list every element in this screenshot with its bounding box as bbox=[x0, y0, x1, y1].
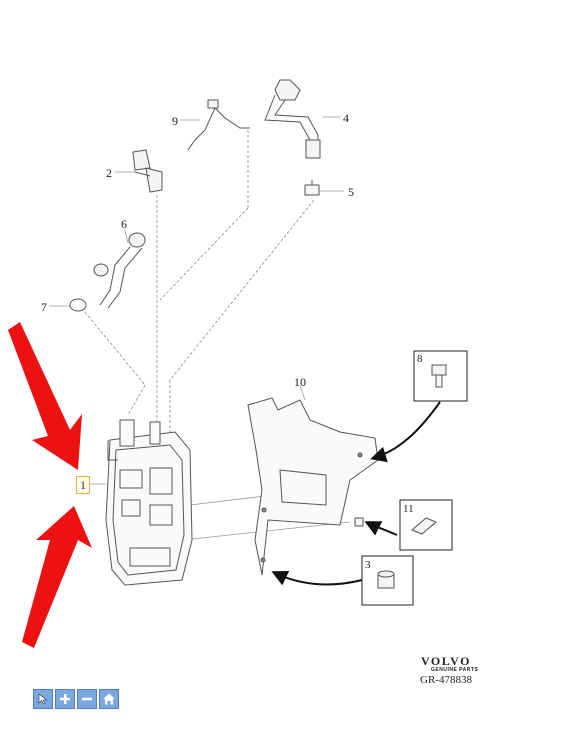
callout-8: 8 bbox=[417, 353, 423, 365]
bolt-11-small bbox=[354, 517, 364, 527]
callout-10: 10 bbox=[294, 375, 306, 389]
part-3-nut bbox=[377, 570, 395, 589]
callout-2: 2 bbox=[106, 166, 112, 180]
red-pointer-arrows bbox=[8, 322, 92, 648]
minus-icon bbox=[82, 697, 92, 701]
plus-icon bbox=[60, 694, 70, 704]
home-icon bbox=[103, 693, 115, 705]
part-8-bolt bbox=[431, 364, 447, 388]
callout-4: 4 bbox=[343, 111, 349, 125]
assembly-arrows bbox=[271, 401, 441, 586]
zoom-in-button[interactable] bbox=[55, 689, 75, 709]
dashed-guide-lines bbox=[84, 130, 315, 440]
callout-11: 11 bbox=[403, 503, 414, 515]
pointer-icon bbox=[38, 693, 48, 705]
part-2-connector bbox=[132, 149, 163, 193]
callout-3: 3 bbox=[365, 559, 371, 571]
callout-9: 9 bbox=[172, 114, 178, 128]
callout-1: 1 bbox=[76, 476, 90, 494]
callout-5: 5 bbox=[348, 185, 354, 199]
home-button[interactable] bbox=[99, 689, 119, 709]
washer-reservoir bbox=[105, 419, 193, 586]
part-10-bracket bbox=[247, 397, 379, 576]
select-pointer-button[interactable] bbox=[33, 689, 53, 709]
part-6-pipe bbox=[93, 232, 146, 309]
part-9-sensor bbox=[187, 99, 250, 151]
zoom-toolbar bbox=[33, 689, 119, 709]
part-7-clamp bbox=[69, 298, 87, 312]
callout-7: 7 bbox=[41, 300, 47, 314]
brand-subtitle: GENUINE PARTS bbox=[431, 667, 479, 673]
brand-logo: VOLVO bbox=[421, 654, 471, 668]
part-5-clip bbox=[304, 180, 320, 196]
part-boxes bbox=[361, 350, 468, 606]
part-4-hose bbox=[264, 79, 321, 159]
callout-6: 6 bbox=[121, 217, 127, 231]
reference-number: GR-478838 bbox=[420, 674, 472, 686]
part-11-screw bbox=[411, 517, 437, 535]
zoom-out-button[interactable] bbox=[77, 689, 97, 709]
